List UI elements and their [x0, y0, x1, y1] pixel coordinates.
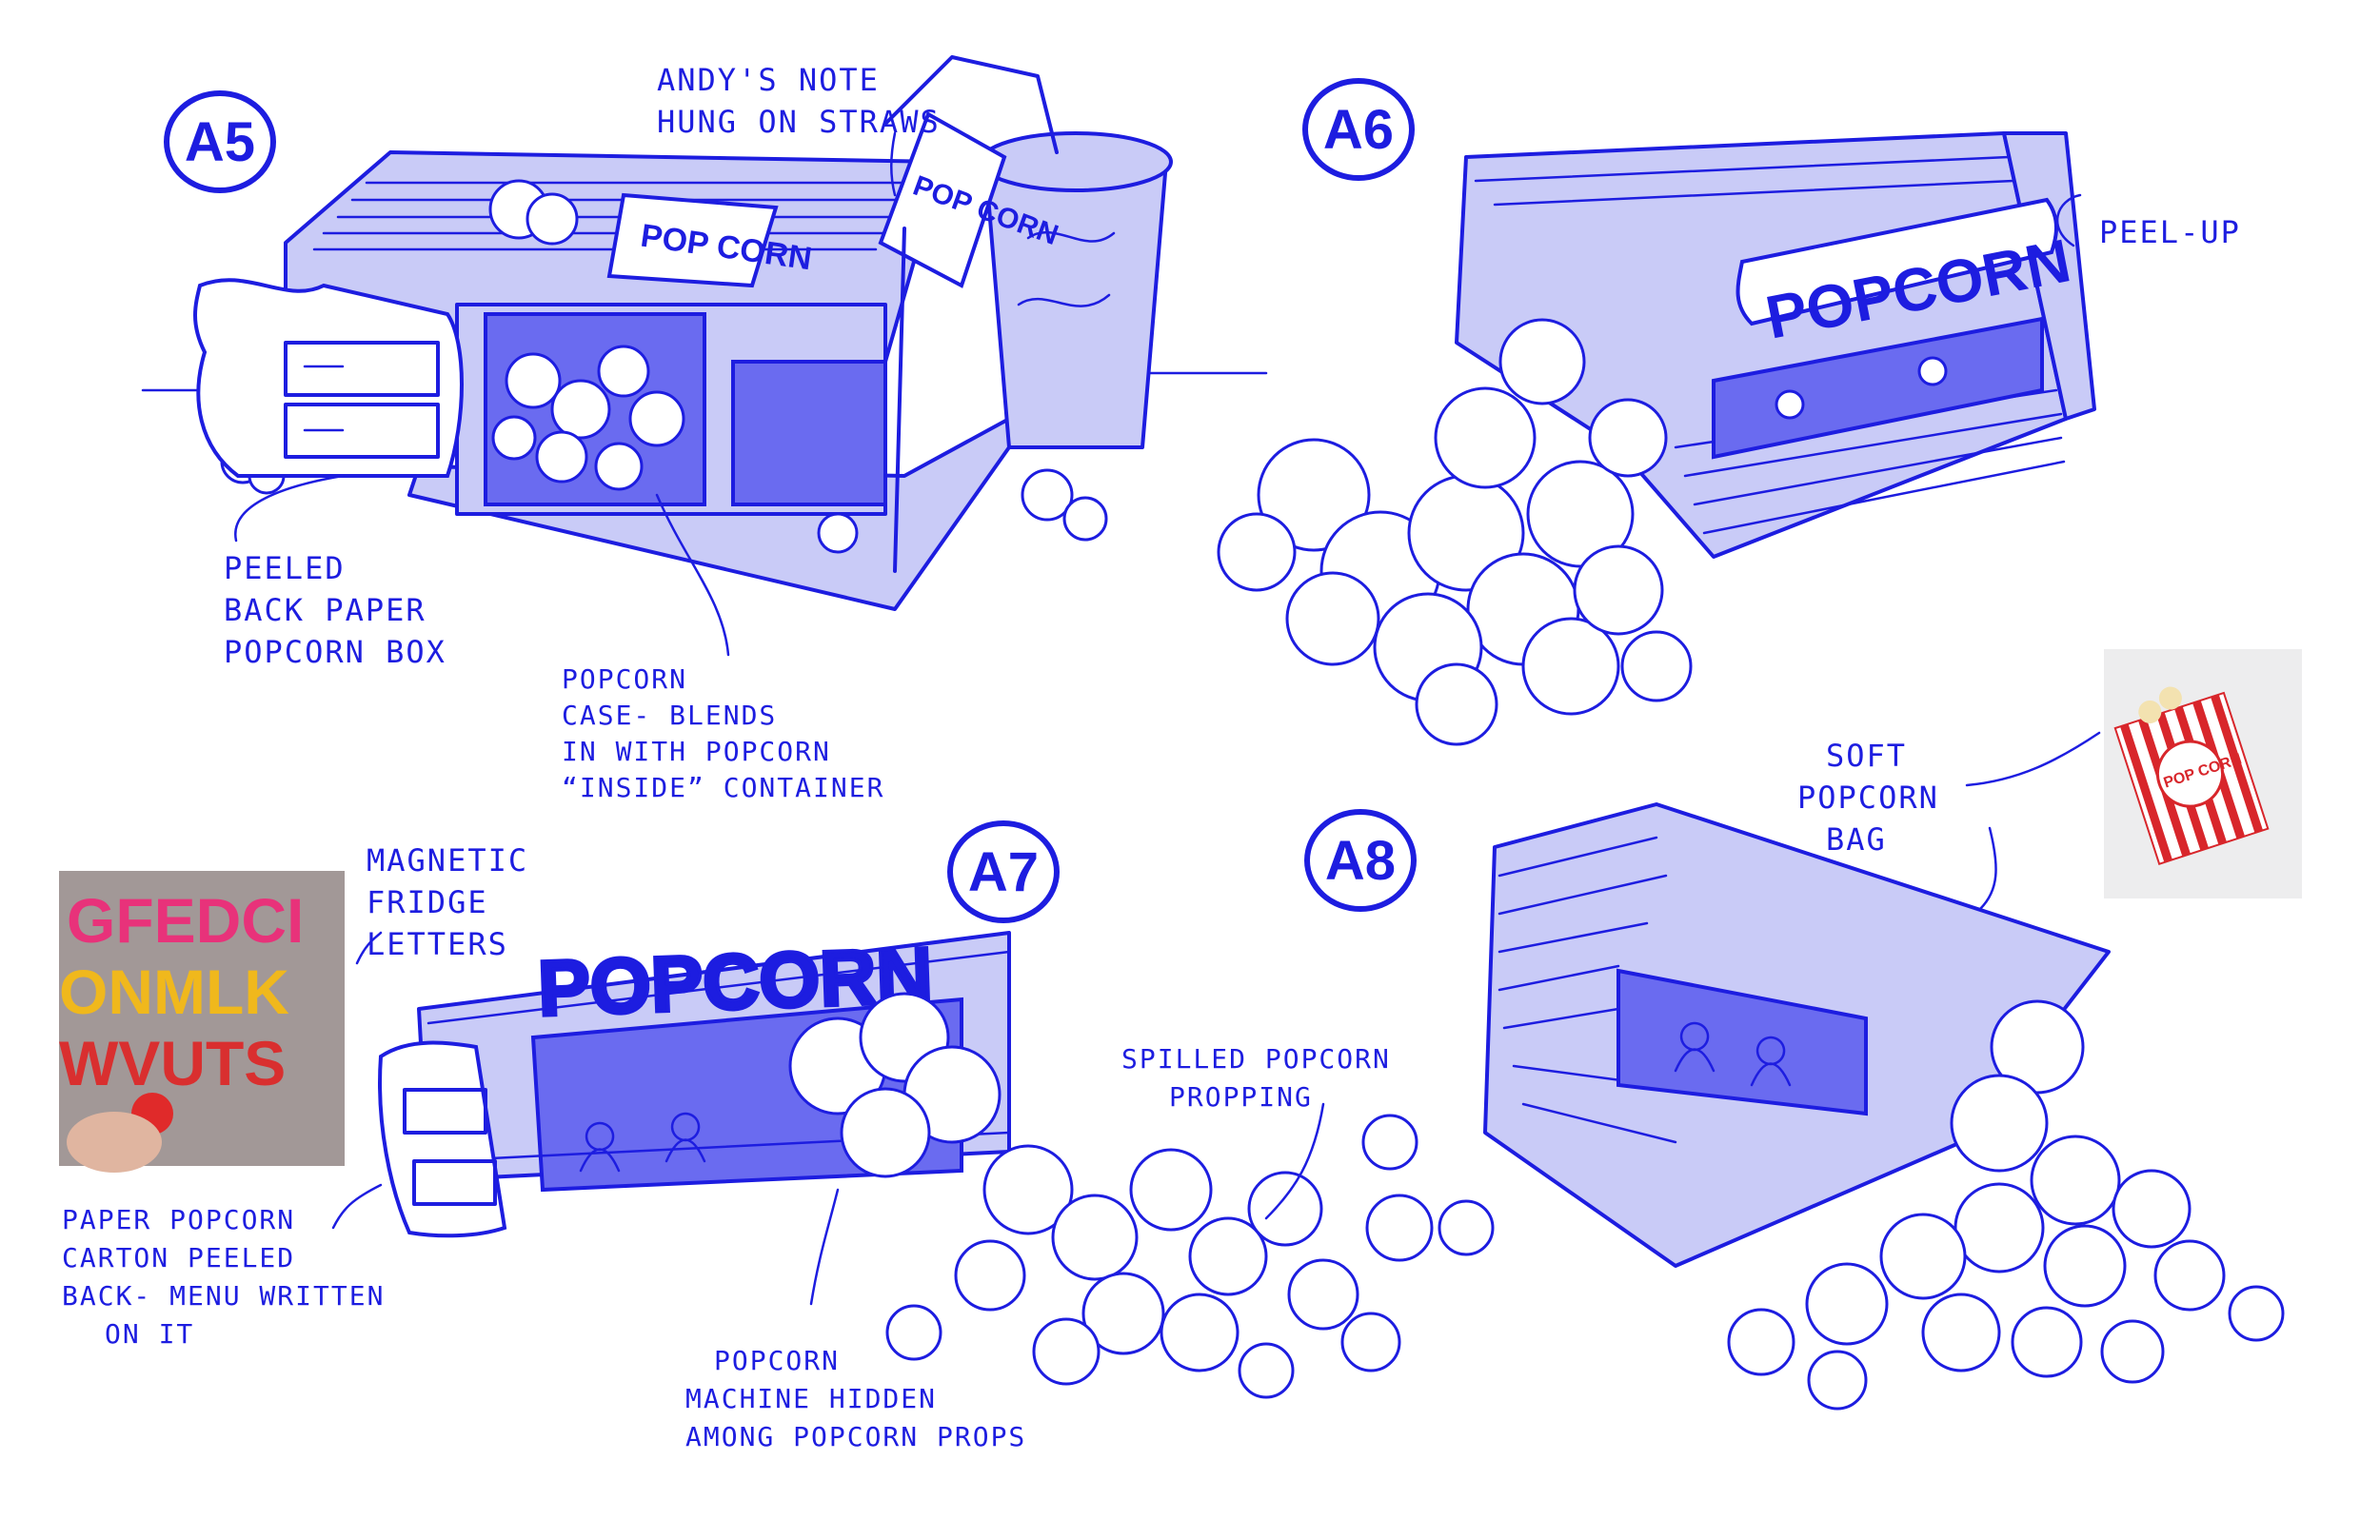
- photo-letters-row1: GFEDCI: [67, 885, 304, 956]
- photo-letters-row2: ONMLK: [59, 957, 289, 1027]
- fridge-letters-photo: GFEDCI ONMLK WVUTS: [59, 871, 345, 1173]
- a7-popcorn-carton-sketch: POPCORN: [378, 930, 1495, 1399]
- striped-popcorn-bag-photo: POP CORN: [2104, 649, 2302, 898]
- badge-a6: A6: [1302, 78, 1415, 181]
- a8-soft-popcorn-bag-sketch: [1483, 802, 2285, 1411]
- badge-a5: A5: [164, 90, 276, 193]
- leader-lines: [234, 131, 2101, 1306]
- a5-popcorn-box-booth-sketch: POP CORN POP CORN: [141, 55, 1268, 611]
- a6-tipped-popcorn-box-sketch: POPCORN: [1217, 131, 2096, 746]
- note-peel-up: PEEL-UP: [2099, 214, 2241, 250]
- badge-a7: A7: [947, 820, 1060, 923]
- badge-a8: A8: [1304, 809, 1417, 912]
- photo-letters-row3: WVUTS: [59, 1028, 286, 1098]
